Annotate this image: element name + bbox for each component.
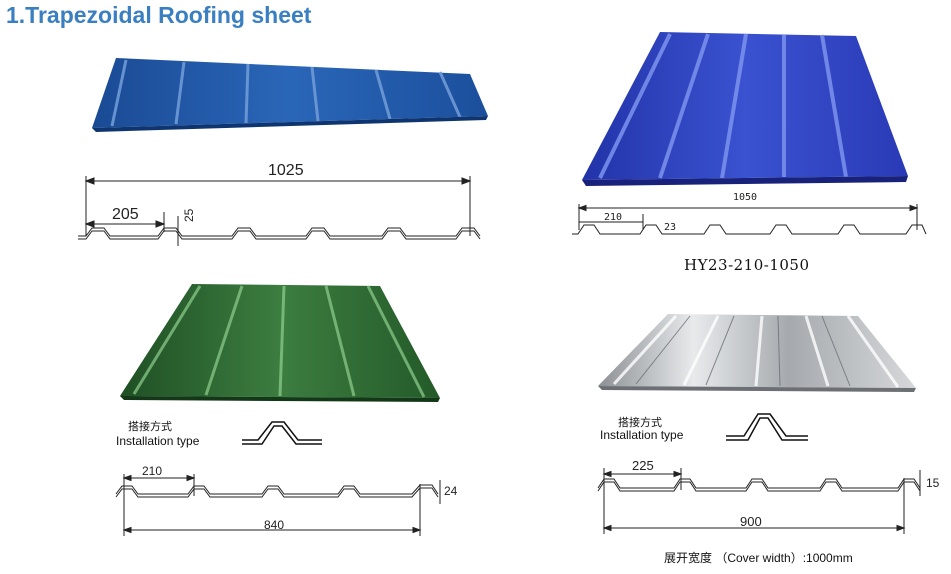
- green-installation-type-icon: [242, 421, 322, 445]
- royal-blue-sheet-image: [582, 32, 908, 186]
- green-width-label: 840: [264, 518, 285, 532]
- blue-sheet-image: [92, 58, 488, 132]
- silver-profile-drawing: [597, 468, 921, 534]
- royal-blue-pitch-label: 210: [604, 212, 623, 223]
- royal-blue-model-code: HY23-210-1050: [684, 256, 810, 274]
- silver-pitch-label: 225: [632, 458, 654, 473]
- silver-installation-type-icon: [726, 413, 808, 441]
- royal-blue-profile-drawing: [572, 204, 927, 235]
- silver-installation-cn: 搭接方式: [618, 417, 662, 429]
- green-height-label: 24: [444, 484, 458, 498]
- green-sheet-image: [120, 284, 440, 402]
- blue-pitch-label: 205: [112, 206, 139, 223]
- silver-width-label: 900: [740, 514, 762, 529]
- blue-height-label: 25: [182, 208, 196, 222]
- green-installation-cn: 搭接方式: [128, 421, 172, 433]
- royal-blue-width-label: 1050: [733, 192, 758, 203]
- green-pitch-label: 210: [142, 464, 163, 478]
- blue-profile-drawing: [78, 176, 481, 246]
- silver-sheet-image: [598, 314, 916, 392]
- royal-blue-height-label: 23: [664, 222, 677, 233]
- silver-height-label: 15: [926, 476, 940, 490]
- page-title: 1.Trapezoidal Roofing sheet: [6, 2, 312, 28]
- silver-installation-en: Installation type: [600, 428, 684, 442]
- blue-width-label: 1025: [268, 162, 304, 179]
- green-profile-drawing: [115, 474, 441, 536]
- silver-cover-width-note: 展开宽度 （Cover width）:1000mm: [664, 551, 853, 565]
- green-installation-en: Installation type: [116, 434, 200, 448]
